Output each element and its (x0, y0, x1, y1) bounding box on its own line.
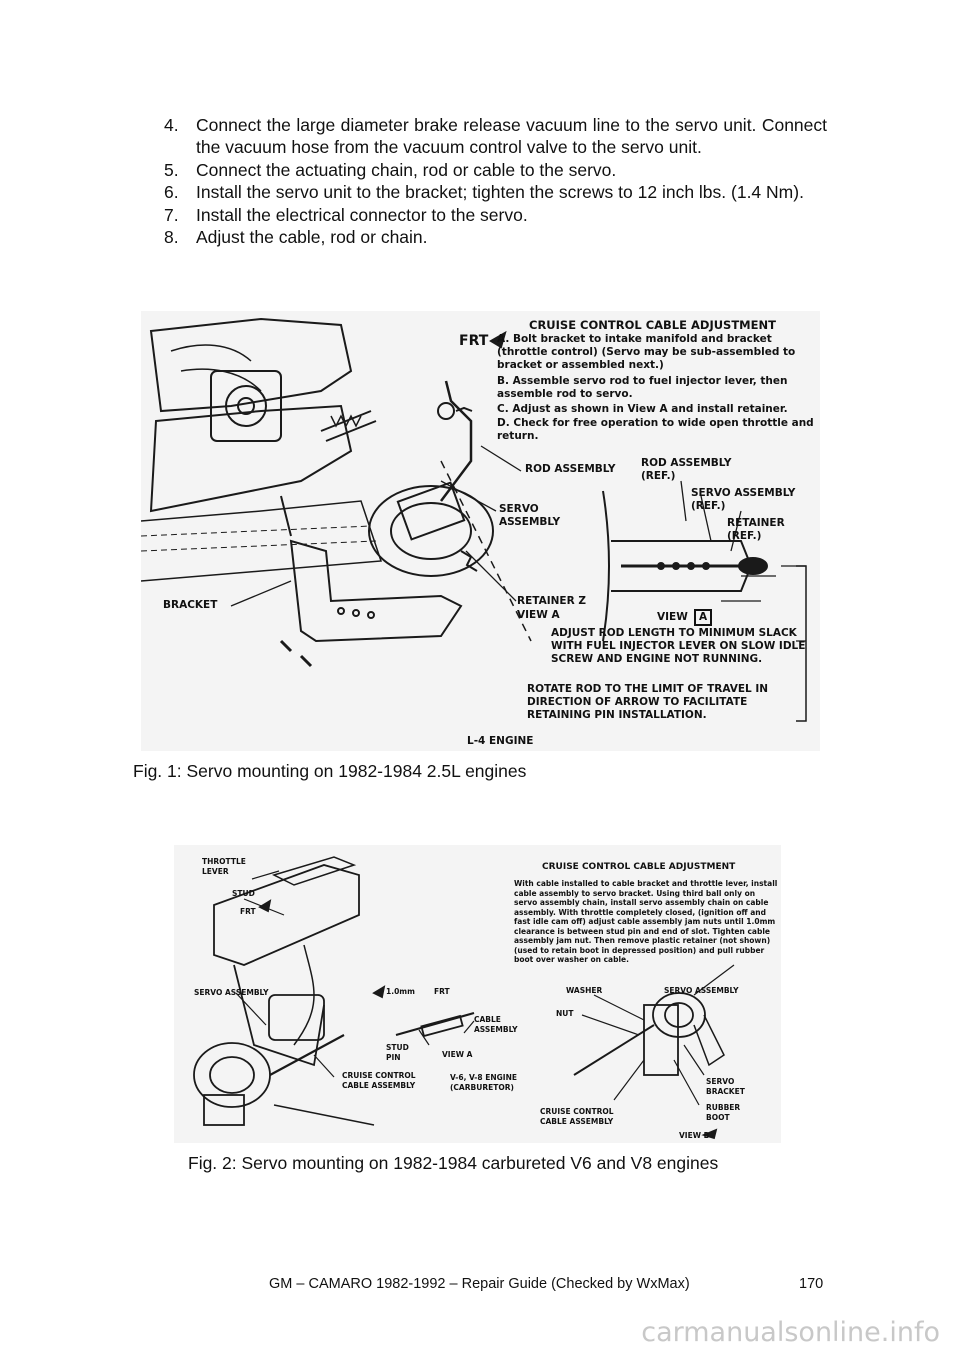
fig1-step-d: D. Check for free operation to wide open… (497, 417, 814, 442)
engine-line-art (141, 317, 807, 722)
step-text: Install the electrical connector to the … (196, 204, 528, 225)
instruction-list: 4. Connect the large diameter brake relea… (164, 114, 827, 248)
fig1-step-c: C. Adjust as shown in View A and install… (497, 403, 788, 415)
fig1-rod-assembly-ref-label: ROD ASSEMBLY (REF.) (641, 457, 732, 482)
fig2-rubber-boot-label: RUBBER BOOT (706, 1103, 741, 1122)
step-number: 6. (164, 182, 179, 203)
step-number: 8. (164, 227, 179, 248)
fig2-engine-label: V-6, V-8 ENGINE (CARBURETOR) (450, 1073, 517, 1092)
fig2-servo-bracket-label: SERVO BRACKET (706, 1077, 745, 1096)
fig1-view-label: VIEW (657, 611, 688, 623)
fig2-frt2-label: FRT (434, 987, 450, 996)
page-number: 170 (799, 1276, 824, 1292)
fig1-step-b: B. Assemble servo rod to fuel injector l… (497, 375, 788, 400)
figure-2-servo-diagram: THROTTLE LEVER STUD FRT SERVO ASSEMBLY 1… (174, 845, 781, 1143)
fig2-heading: CRUISE CONTROL CABLE ADJUSTMENT (542, 862, 736, 872)
page-footer: GM – CAMARO 1982-1992 – Repair Guide (Ch… (269, 1276, 690, 1292)
step-5: 5. Connect the actuating chain, rod or ca… (164, 159, 827, 181)
fig1-rotate-note: ROTATE ROD TO THE LIMIT OF TRAVEL IN DIR… (527, 683, 769, 721)
fig2-frt-label: FRT (240, 907, 256, 916)
fig1-retainer-z-label: RETAINER Z (517, 595, 586, 607)
fig2-stud-pin-label: STUD PIN (386, 1043, 409, 1062)
step-number: 5. (164, 159, 179, 180)
fig1-step-a: A. Bolt bracket to intake manifold and b… (497, 333, 796, 371)
fig2-stud-label: STUD (232, 889, 255, 898)
step-text: Install the servo unit to the bracket; t… (196, 182, 804, 203)
step-number: 4. (164, 115, 179, 135)
step-7: 7. Install the electrical connector to th… (164, 204, 827, 226)
fig1-servo-assembly-ref-label: SERVO ASSEMBLY (REF.) (691, 487, 796, 512)
fig1-view-letter-label: A (694, 609, 713, 626)
fig1-adjust-note: ADJUST ROD LENGTH TO MINIMUM SLACK WITH … (551, 627, 806, 665)
fig1-engine-label: L-4 ENGINE (467, 735, 534, 747)
fig2-paragraph: With cable installed to cable bracket an… (514, 879, 778, 964)
step-4: 4. Connect the large diameter brake relea… (164, 114, 827, 159)
fig1-rod-assembly-label: ROD ASSEMBLY (525, 463, 616, 475)
carburetor-line-art (193, 856, 735, 1140)
fig1-view-a-label: VIEW A (517, 609, 560, 621)
fig2-view-a-label: VIEW A (442, 1050, 473, 1059)
fig2-throttle-lever-label: THROTTLE LEVER (202, 857, 246, 876)
fig2-cruise-cable-assembly-r-label: CRUISE CONTROL CABLE ASSEMBLY (540, 1107, 614, 1126)
fig1-bracket-label: BRACKET (163, 599, 218, 611)
fig1-caption: Fig. 1: Servo mounting on 1982-1984 2.5L… (133, 761, 527, 781)
fig1-frt-label: FRT (459, 333, 489, 349)
step-8: 8. Adjust the cable, rod or chain. (164, 226, 827, 248)
fig1-heading: CRUISE CONTROL CABLE ADJUSTMENT (529, 318, 776, 332)
step-text: Adjust the cable, rod or chain. (196, 227, 428, 248)
fig2-servo-assembly-label: SERVO ASSEMBLY (194, 988, 269, 997)
fig2-view-b-label: VIEW B (679, 1131, 710, 1140)
fig2-washer-label: WASHER (566, 986, 603, 995)
fig2-cable-assembly-label: CABLE ASSEMBLY (474, 1015, 518, 1034)
fig2-caption: Fig. 2: Servo mounting on 1982-1984 carb… (188, 1153, 719, 1173)
step-text: Connect the large diameter brake release… (196, 115, 827, 158)
fig2-servo-assembly-r-label: SERVO ASSEMBLY (664, 986, 739, 995)
figure-1-servo-diagram: CRUISE CONTROL CABLE ADJUSTMENT A. Bolt … (141, 311, 820, 751)
fig2-cruise-cable-assembly-label: CRUISE CONTROL CABLE ASSEMBLY (342, 1071, 416, 1090)
step-number: 7. (164, 204, 179, 225)
fig1-retainer-ref-label: RETAINER (REF.) (727, 517, 785, 542)
step-6: 6. Install the servo unit to the bracket;… (164, 181, 827, 203)
watermark: carmanualsonline.info (641, 1317, 940, 1348)
fig2-dim-label: 1.0mm (386, 987, 415, 996)
fig1-servo-assembly-label: SERVO ASSEMBLY (499, 503, 561, 528)
fig2-nut-label: NUT (556, 1009, 574, 1018)
step-text: Connect the actuating chain, rod or cabl… (196, 159, 617, 180)
